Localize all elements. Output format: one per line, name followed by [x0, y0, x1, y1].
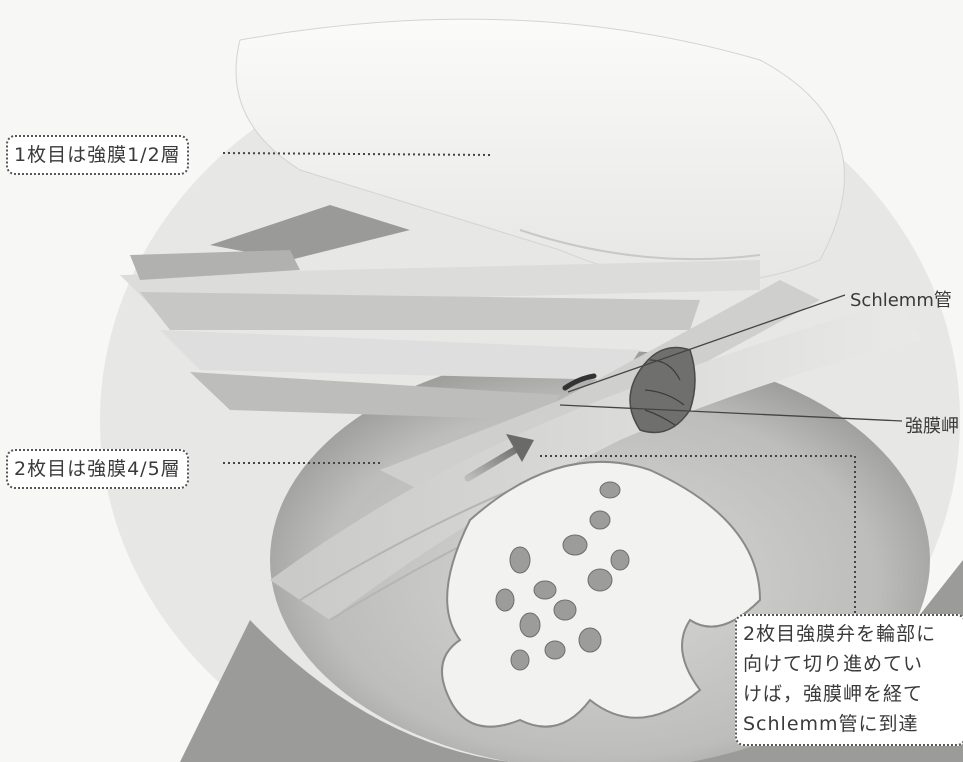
note-line-2: 向けて切り進めてい [743, 649, 958, 679]
note-line-3: けば，強膜岬を経て [743, 679, 958, 709]
callout-first-flap: 1枚目は強膜1/2層 [6, 135, 189, 175]
callout-first-flap-text: 1枚目は強膜1/2層 [14, 144, 181, 166]
callout-second-flap-text: 2枚目は強膜4/5層 [14, 458, 181, 480]
label-scleral-spur: 強膜岬 [905, 412, 959, 438]
callout-procedure-note: 2枚目強膜弁を輪部に 向けて切り進めてい けば，強膜岬を経て Schlemm管に… [735, 614, 963, 746]
label-schlemm-canal: Schlemm管 [850, 286, 952, 312]
callout-second-flap: 2枚目は強膜4/5層 [6, 449, 189, 489]
note-line-1: 2枚目強膜弁を輪部に [743, 619, 958, 649]
note-line-4: Schlemm管に到達 [743, 709, 958, 739]
